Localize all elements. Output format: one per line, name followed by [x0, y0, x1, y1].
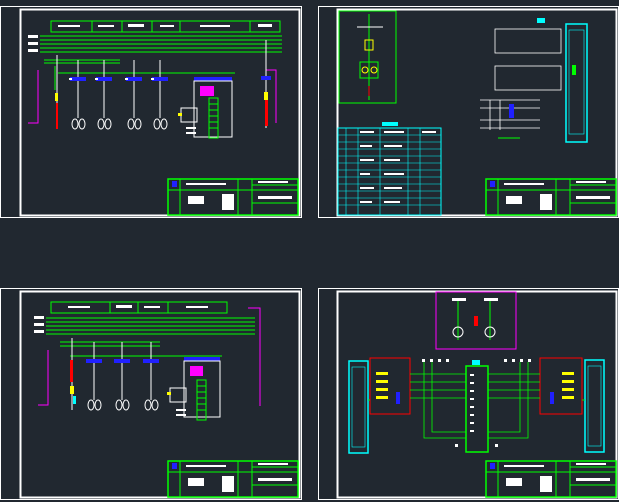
sheet-3 — [0, 288, 302, 500]
sheet-1-breaker-marks — [69, 78, 154, 80]
sheet-2 — [318, 6, 619, 218]
sheet-2-terminal-strip — [565, 23, 588, 143]
sheet-3-inner-frame — [19, 290, 301, 499]
sheet-1-bus-labels — [28, 35, 38, 52]
sheet-1-cabinet-detail — [178, 80, 233, 139]
sheet-4 — [318, 288, 619, 500]
sheet-1 — [0, 6, 302, 218]
sheet-1-breakers — [70, 77, 232, 81]
sheet-1-title-block — [167, 178, 299, 216]
sheet-3-breakers — [86, 357, 220, 363]
sheet-4-title-block — [485, 460, 617, 498]
sheet-4-top-panel — [435, 291, 517, 350]
sheet-4-right-relay-box — [539, 357, 583, 415]
sheet-3-outer-frame — [0, 288, 302, 500]
sheet-3-title-block — [167, 460, 299, 498]
sheet-1-magenta-bracket — [28, 69, 277, 124]
sheet-4-wiring — [368, 362, 585, 439]
sheet-4-left-relay-box — [369, 357, 411, 415]
sheet-1-header-strip — [50, 20, 281, 33]
sheet-3-incomer — [70, 338, 76, 410]
sheet-1-incomer-right — [261, 40, 271, 128]
sheet-3-cabinet-detail — [167, 360, 221, 421]
sheet-2-data-table — [337, 122, 442, 216]
sheet-1-inner-frame — [19, 8, 301, 217]
sheet-2-inner-frame — [336, 8, 618, 217]
sheet-1-outer-frame — [0, 6, 302, 218]
sheet-2-control-circuits — [480, 28, 562, 130]
sheet-3-busbars — [46, 317, 255, 357]
sheet-4-right-terminal-strip — [584, 359, 605, 453]
sheet-2-title-block — [485, 178, 617, 216]
sheet-3-magenta-bracket — [38, 307, 261, 406]
sheet-1-busbars — [40, 35, 282, 74]
sheet-4-terminal-dots — [422, 359, 531, 447]
sheet-2-control-accents — [498, 18, 545, 139]
sheet-3-bus-labels — [34, 316, 44, 333]
sheet-3-header-strip — [50, 301, 228, 314]
sheet-3-feeder-group — [87, 342, 159, 411]
sheet-4-left-terminal-strip — [348, 360, 369, 454]
sheet-2-cabinet-schematic — [338, 10, 397, 104]
sheet-4-central-terminal-block — [465, 360, 489, 453]
sheet-1-feeder-group — [71, 60, 168, 130]
sheet-1-incomer-left — [54, 55, 58, 129]
